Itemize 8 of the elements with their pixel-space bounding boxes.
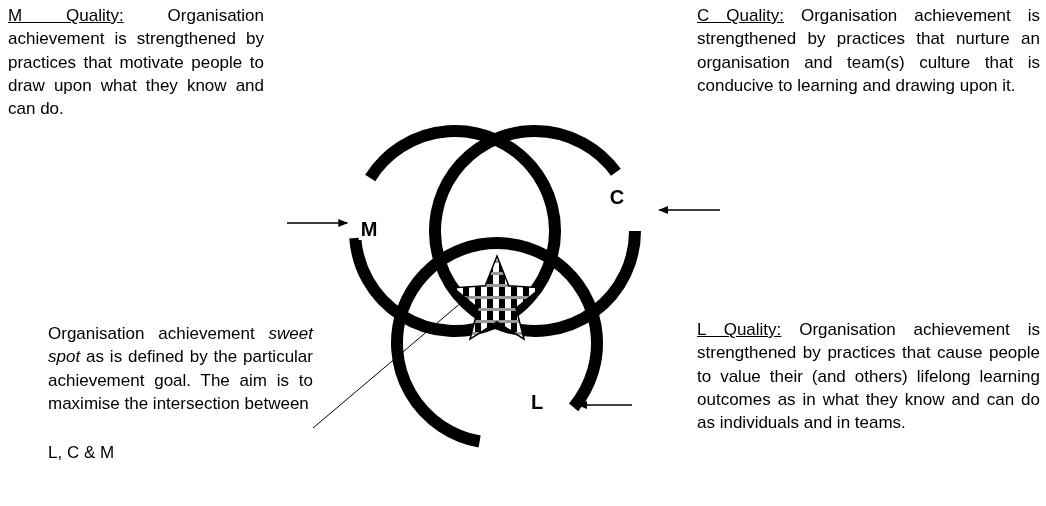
arrow bbox=[658, 206, 721, 214]
description-text: L, C & M bbox=[48, 442, 116, 465]
leader-line bbox=[312, 296, 469, 429]
arrow bbox=[286, 219, 349, 227]
description-text: M Quality: Organisation achievement is strengthened by practices that motivate people to draw upon what they know and can do. bbox=[8, 5, 264, 121]
description-text: Organisation achievement sweet spot as is defined by the particular achievement goal. The aim is to maximise the intersection between bbox=[48, 323, 313, 415]
description-text: C Quality: Organisation achievement is strengthened by practices that nurture an organisation and team(s) culture that is conducive to learning and drawing upon it. bbox=[697, 5, 1040, 97]
description-text: L Quality: Organisation achievement is strengthened by practices that cause people to value their (and others) lifelong learning outcomes as in what they know and can do as individuals and in teams. bbox=[697, 319, 1040, 435]
